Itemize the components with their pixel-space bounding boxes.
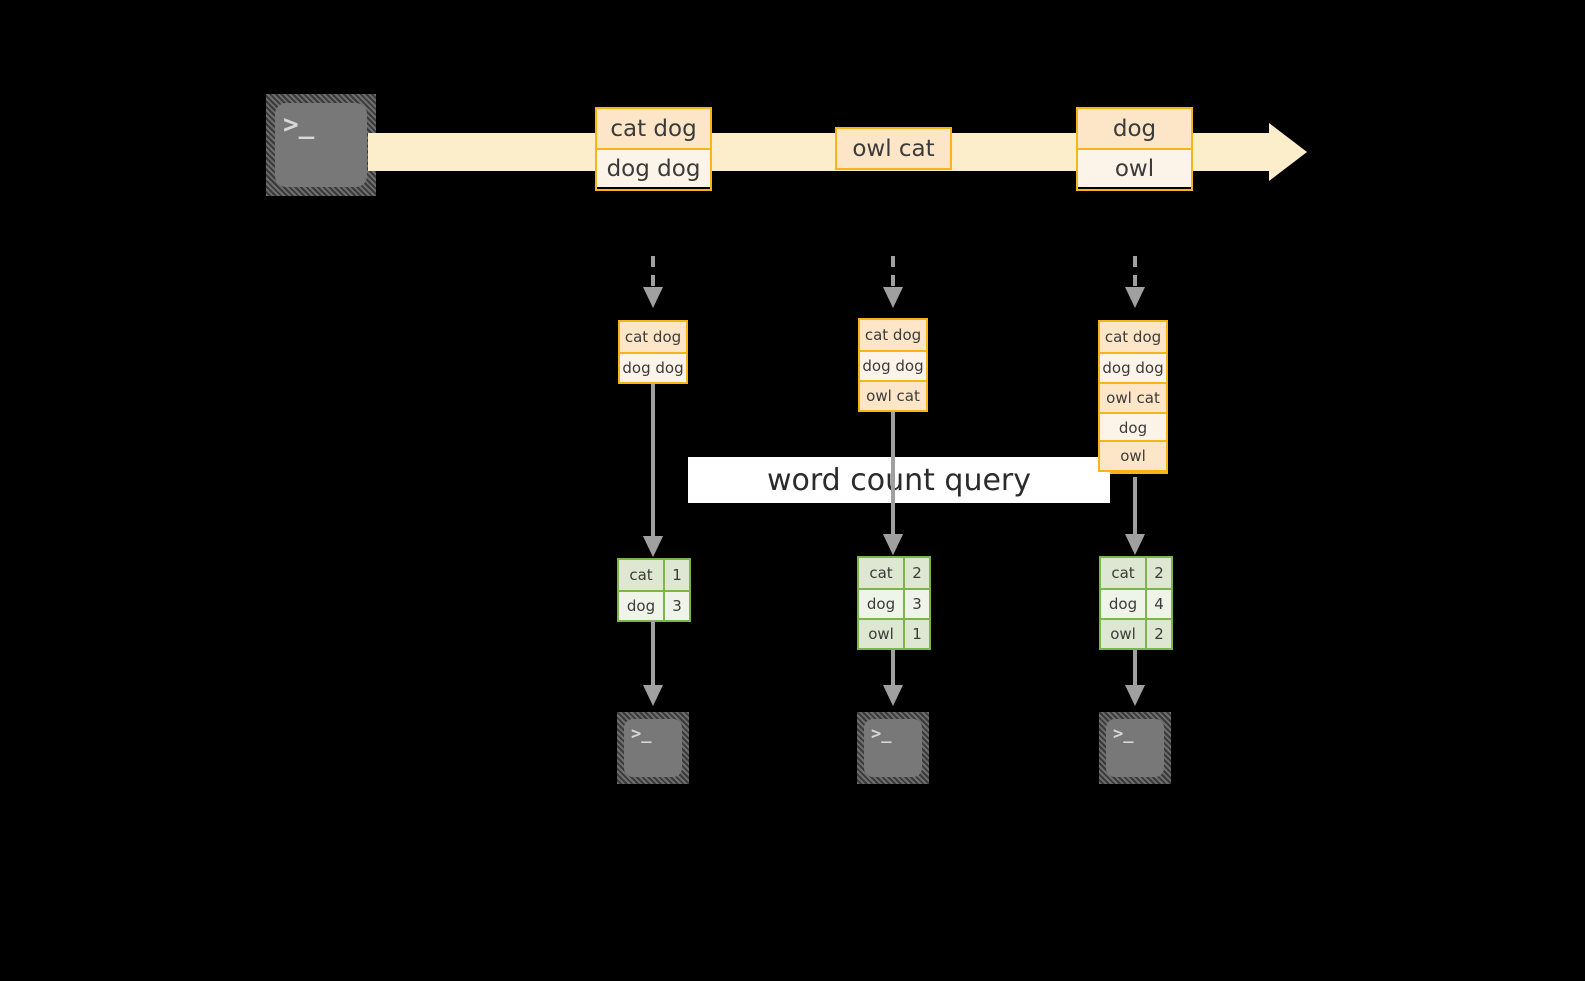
result-count: 2: [903, 558, 929, 588]
stream-state-row: cat dog: [860, 320, 926, 350]
result-word: dog: [619, 592, 663, 620]
dashed-connector-2: [891, 256, 895, 290]
result-count: 2: [1145, 558, 1171, 588]
result-count: 1: [903, 620, 929, 648]
stream-state-row: dog dog: [1100, 352, 1166, 382]
terminal-body: [1106, 719, 1164, 777]
stream-state-row: cat dog: [620, 322, 686, 352]
stream-event-1: cat dog dog dog: [595, 107, 712, 191]
table-row: dog 3: [859, 588, 929, 618]
snapshot-1-consumer-terminal-icon: >_: [617, 712, 689, 784]
snapshot-1-query-arrowhead-overlay: [643, 536, 663, 557]
snapshot-1-output-arrowhead: [643, 685, 663, 706]
result-word: dog: [859, 590, 903, 618]
dashed-connector-2-arrowhead: [883, 287, 903, 308]
stream-state-row: owl: [1100, 440, 1166, 470]
snapshot-3-query-arrowhead: [1125, 534, 1145, 555]
terminal-prompt-glyph: >_: [1113, 724, 1134, 744]
snapshot-2-result-table: cat 2 dog 3 owl 1: [857, 556, 931, 650]
snapshot-2-output-arrowhead: [883, 685, 903, 706]
stream-state-row: dog dog: [620, 352, 686, 382]
result-count: 2: [1145, 620, 1171, 648]
snapshot-1-stream-state: cat dog dog dog: [618, 320, 688, 384]
result-word: cat: [619, 560, 663, 590]
snapshot-3-output-arrowhead: [1125, 685, 1145, 706]
table-row: dog 4: [1101, 588, 1171, 618]
stream-event-line: owl: [1078, 148, 1191, 187]
snapshot-1-result-table: cat 1 dog 3: [617, 558, 691, 622]
stream-timeline-arrowhead: [1269, 123, 1307, 181]
stream-state-row: dog dog: [860, 350, 926, 380]
terminal-prompt-glyph: >_: [871, 724, 892, 744]
table-row: cat 2: [859, 558, 929, 588]
dashed-connector-1: [651, 256, 655, 290]
result-word: owl: [859, 620, 903, 648]
query-label-band: word count query: [688, 457, 1110, 503]
dashed-connector-3: [1133, 256, 1137, 290]
table-row: dog 3: [619, 590, 689, 620]
table-row: owl 1: [859, 618, 929, 648]
snapshot-3-query-connector: [1133, 477, 1137, 537]
stream-event-line: dog: [1078, 109, 1191, 148]
result-word: cat: [859, 558, 903, 588]
terminal-body: [864, 719, 922, 777]
stream-state-row: cat dog: [1100, 322, 1166, 352]
stream-event-line: cat dog: [597, 109, 710, 148]
stream-event-2: owl cat: [835, 127, 952, 170]
result-count: 3: [663, 592, 689, 620]
result-word: owl: [1101, 620, 1145, 648]
snapshot-2-query-arrowhead-overlay: [883, 534, 903, 555]
terminal-prompt-glyph: >_: [631, 724, 652, 744]
snapshot-3-consumer-terminal-icon: >_: [1099, 712, 1171, 784]
table-row: cat 1: [619, 560, 689, 590]
result-word: cat: [1101, 558, 1145, 588]
table-row: cat 2: [1101, 558, 1171, 588]
terminal-body: [624, 719, 682, 777]
snapshot-3-stream-state-overlay: owl: [1098, 440, 1168, 472]
snapshot-3-output-connector: [1133, 650, 1137, 688]
terminal-prompt-glyph: >_: [283, 110, 315, 140]
result-count: 1: [663, 560, 689, 590]
stream-state-row: owl cat: [860, 380, 926, 410]
producer-terminal-icon: >_: [266, 94, 376, 196]
stream-event-line: owl cat: [837, 129, 950, 168]
snapshot-2-stream-state: cat dog dog dog owl cat: [858, 318, 928, 412]
snapshot-3-stream-state: cat dog dog dog owl cat dog owl: [1098, 320, 1168, 474]
snapshot-3-result-table: cat 2 dog 4 owl 2: [1099, 556, 1173, 650]
result-count: 4: [1145, 590, 1171, 618]
snapshot-2-output-connector: [891, 650, 895, 688]
result-count: 3: [903, 590, 929, 618]
snapshot-2-consumer-terminal-icon: >_: [857, 712, 929, 784]
table-row: owl 2: [1101, 618, 1171, 648]
dashed-connector-1-arrowhead: [643, 287, 663, 308]
stream-state-row: owl cat: [1100, 382, 1166, 412]
query-label: word count query: [766, 462, 1032, 498]
stream-event-3: dog owl: [1076, 107, 1193, 191]
dashed-connector-3-arrowhead: [1125, 287, 1145, 308]
result-word: dog: [1101, 590, 1145, 618]
snapshot-1-query-connector-overlay: [651, 457, 655, 539]
terminal-body: [275, 103, 367, 187]
stream-event-line: dog dog: [597, 148, 710, 187]
snapshot-2-query-connector-overlay: [891, 457, 895, 537]
stream-state-row: dog: [1100, 412, 1166, 442]
snapshot-1-output-connector: [651, 620, 655, 688]
